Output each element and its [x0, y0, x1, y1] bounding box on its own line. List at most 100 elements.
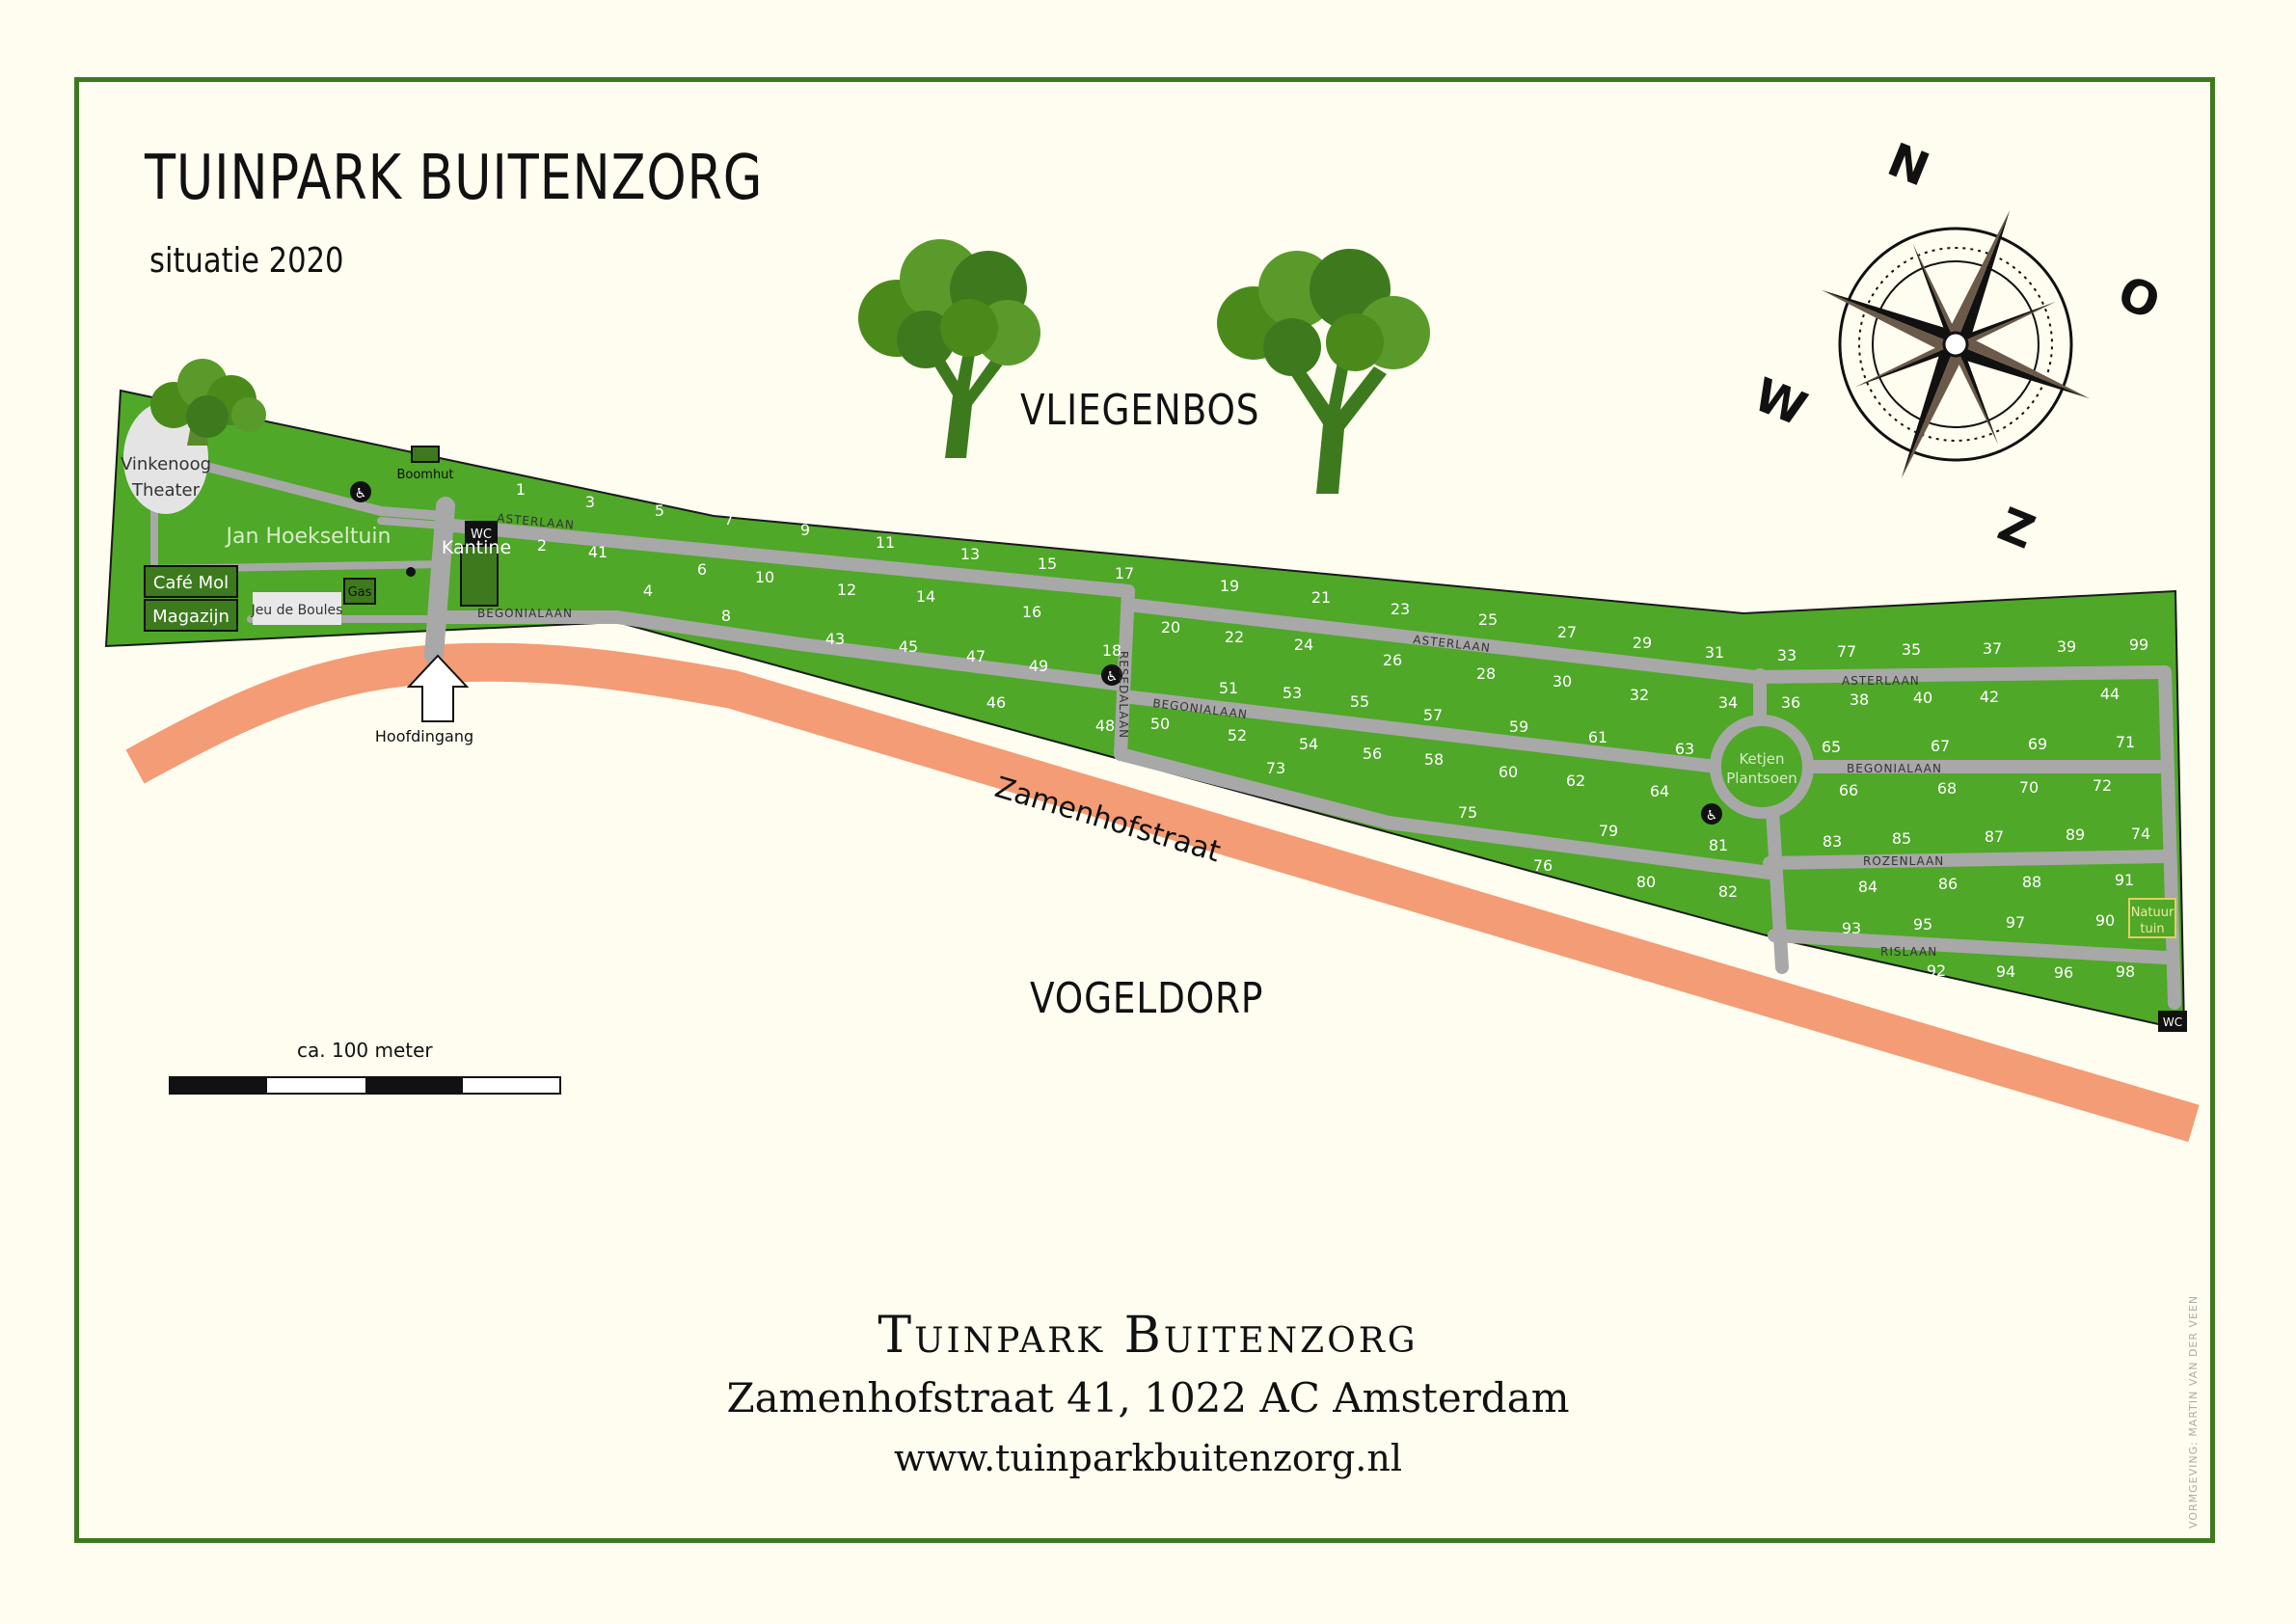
tree-icon	[150, 359, 266, 446]
plot-number: 46	[986, 693, 1006, 712]
compass-w: W	[1746, 367, 1814, 437]
plot-number: 61	[1588, 728, 1607, 746]
accessible-icon: ♿	[1701, 803, 1722, 825]
plot-number: 28	[1476, 664, 1496, 683]
plot-number: 26	[1383, 651, 1402, 669]
plot-number: 15	[1038, 555, 1057, 573]
plot-number: 65	[1822, 738, 1841, 756]
plot-number: 77	[1837, 642, 1856, 661]
svg-text:♿: ♿	[1106, 669, 1119, 685]
wc-label: WC	[471, 528, 492, 542]
footer-website[interactable]: www.tuinparkbuitenzorg.nl	[894, 1437, 1402, 1479]
plot-number: 62	[1566, 771, 1585, 790]
design-credit: VORMGEVING: MARTIN VAN DER VEEN	[2187, 1294, 2200, 1529]
theater-shape	[123, 402, 208, 514]
plot-number: 41	[588, 543, 608, 561]
plot-number: 3	[585, 493, 595, 511]
kantine-shape	[460, 545, 499, 607]
wc2-label: WC	[2163, 1015, 2182, 1029]
plot-number: 16	[1022, 603, 1041, 621]
path-resedalaan	[1114, 584, 1135, 761]
plot-number: 6	[697, 560, 707, 579]
plot-number: 23	[1391, 600, 1410, 618]
plot-number: 74	[2131, 825, 2150, 843]
paths	[150, 452, 2181, 1010]
theater-label: Theater	[131, 480, 201, 501]
plot-number: 57	[1423, 706, 1443, 724]
plot-number: 37	[1983, 639, 2002, 658]
plot-number: 30	[1553, 672, 1572, 690]
plot-number: 97	[2006, 913, 2025, 932]
path-asterlaan-west	[446, 519, 1135, 598]
cafe-shape	[144, 565, 238, 598]
cafe-label: Café Mol	[153, 573, 229, 593]
plot-number: 69	[2028, 735, 2047, 753]
boomhut-label: Boomhut	[396, 468, 453, 482]
plot-number: 99	[2129, 636, 2148, 654]
path-label: BEGONIALAAN	[477, 607, 573, 620]
plot-number: 96	[2054, 963, 2073, 982]
jeu-label: Jeu de Boules	[251, 603, 343, 618]
scale-bar	[169, 1076, 561, 1095]
path-rozenlaan-east	[1763, 850, 2172, 870]
plot-number: 20	[1161, 618, 1180, 636]
plantsoen-label: Ketjen	[1739, 750, 1784, 768]
plot-number: 24	[1294, 636, 1313, 654]
plot-number: 22	[1225, 628, 1244, 646]
plot-number: 17	[1115, 564, 1134, 582]
plot-number: 13	[960, 545, 980, 563]
garden-label: Jan Hoekseltuin	[225, 525, 392, 549]
ketjen-plantsoen	[1710, 715, 1814, 819]
plot-number: 54	[1299, 735, 1318, 753]
path-label: BEGONIALAAN	[1847, 762, 1942, 775]
path-garden	[377, 517, 447, 529]
plot-number: 63	[1675, 740, 1694, 758]
wc2-shape	[2158, 1011, 2187, 1032]
path-south-v	[1766, 803, 1789, 974]
svg-text:♿: ♿	[355, 486, 367, 501]
plot-number: 8	[721, 607, 731, 625]
plot-number: 81	[1709, 836, 1728, 854]
path-begonialaan-west	[437, 610, 1130, 691]
path-label: ASTERLAAN	[1842, 674, 1920, 688]
plot-number: 32	[1630, 686, 1649, 704]
plot-number: 19	[1220, 577, 1239, 595]
park-area	[104, 389, 2186, 1032]
plot-number: 33	[1777, 646, 1796, 664]
plot-number: 49	[1029, 657, 1048, 675]
path-rozenlaan-west	[1114, 747, 1776, 880]
plot-number: 10	[755, 568, 774, 586]
plot-number: 42	[1980, 688, 1999, 706]
plot-number: 4	[643, 582, 653, 600]
plot-number: 80	[1636, 873, 1656, 891]
natuur-shape	[2128, 898, 2176, 938]
plot-number: 90	[2095, 911, 2115, 930]
plot-number: 45	[899, 637, 918, 656]
plot-number: 51	[1219, 679, 1238, 697]
plot-number: 55	[1350, 692, 1369, 711]
plot-number: 70	[2019, 778, 2039, 797]
marker-dot	[406, 567, 416, 577]
svg-text:♿: ♿	[1706, 808, 1718, 824]
plot-number: 18	[1102, 641, 1121, 660]
plot-number: 47	[966, 647, 986, 665]
plot-number: 79	[1599, 822, 1618, 840]
plot-number: 88	[2022, 873, 2041, 891]
plot-number: 25	[1478, 610, 1498, 629]
plot-number: 68	[1937, 779, 1957, 798]
plot-number: 53	[1283, 684, 1302, 702]
plot-number: 21	[1311, 588, 1331, 607]
path-label: ROZENLAAN	[1863, 854, 1944, 868]
plot-number: 7	[724, 510, 734, 528]
area-vliegenbos: VLIEGENBOS	[1020, 386, 1260, 435]
plot-number: 44	[2100, 685, 2120, 703]
plot-number: 76	[1533, 856, 1553, 875]
path-entrance-v	[424, 497, 455, 665]
scale-label: ca. 100 meter	[297, 1039, 433, 1062]
plot-number: 71	[2116, 733, 2135, 751]
entrance-label: Hoofdingang	[375, 727, 473, 745]
plot-number: 9	[800, 521, 810, 539]
plot-number: 38	[1850, 690, 1869, 709]
entrance-arrow	[406, 654, 470, 722]
